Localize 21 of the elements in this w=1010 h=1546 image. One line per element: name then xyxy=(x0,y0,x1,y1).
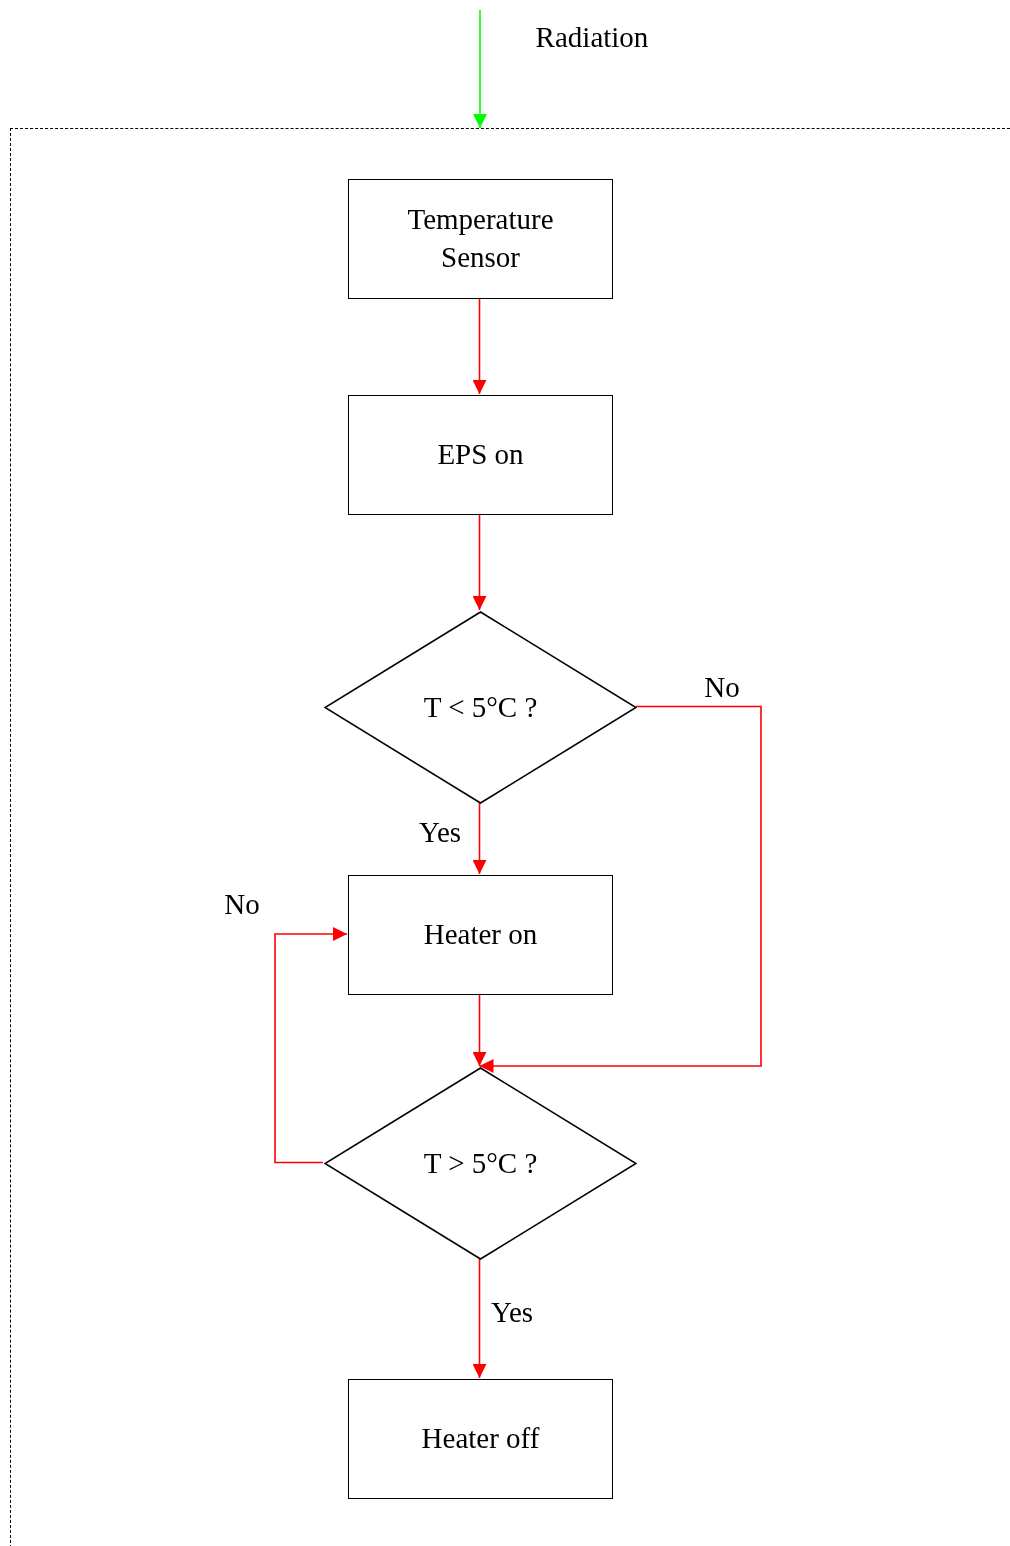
arrow xyxy=(274,927,348,1164)
decision-diamond xyxy=(324,1067,637,1260)
node-text: T > 5°C ? xyxy=(423,1145,538,1181)
node-text: Temperature Sensor xyxy=(406,202,555,275)
arrow xyxy=(472,513,487,611)
process-box xyxy=(348,395,613,515)
arrow xyxy=(472,802,487,875)
arrow xyxy=(478,705,762,1073)
node-text: Heater off xyxy=(421,1421,540,1457)
arrow xyxy=(472,297,487,395)
node-text: T < 5°C ? xyxy=(423,689,538,725)
node-text: Heater on xyxy=(423,917,538,953)
dashed-boundary xyxy=(10,128,1010,1546)
process-box xyxy=(348,1379,613,1499)
process-box xyxy=(348,875,613,995)
decision-diamond xyxy=(324,611,637,804)
arrow xyxy=(473,9,487,129)
arrow xyxy=(472,993,487,1067)
node-text: EPS on xyxy=(437,437,524,473)
arrow xyxy=(472,1258,487,1379)
process-box xyxy=(348,179,613,299)
